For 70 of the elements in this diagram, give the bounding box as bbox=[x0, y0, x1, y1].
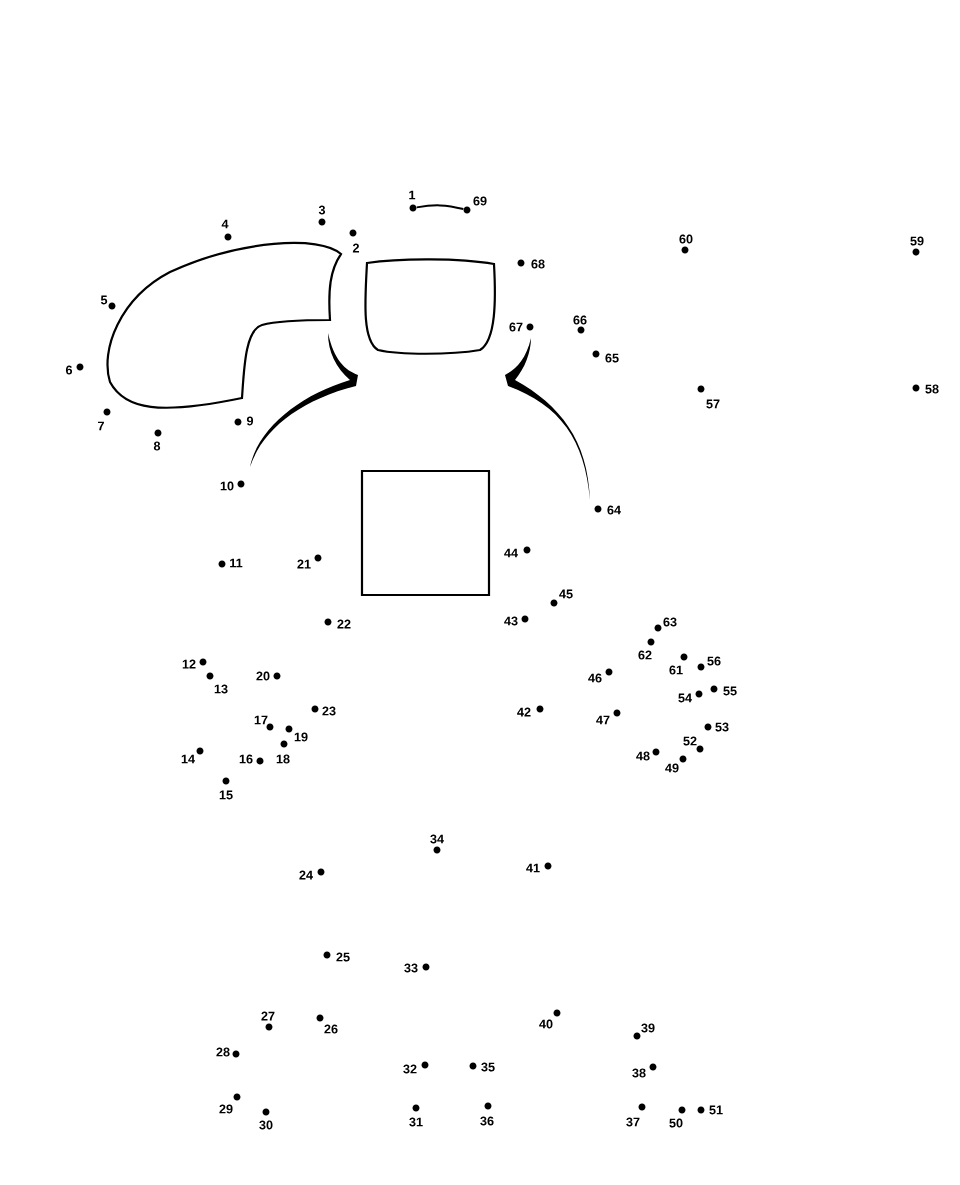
dot-number: 61 bbox=[669, 665, 683, 675]
dot-number: 45 bbox=[559, 589, 573, 599]
dot-number: 63 bbox=[663, 617, 677, 627]
dot-number: 43 bbox=[504, 616, 518, 626]
dot-number: 30 bbox=[259, 1120, 273, 1130]
connector-line bbox=[415, 204, 465, 211]
dot-number: 50 bbox=[669, 1118, 683, 1128]
dot-number: 51 bbox=[709, 1105, 723, 1115]
dot-number: 22 bbox=[337, 619, 351, 629]
dot-number: 49 bbox=[665, 763, 679, 773]
dot-number: 2 bbox=[352, 243, 359, 253]
dot-number: 60 bbox=[679, 234, 693, 244]
dot-number: 58 bbox=[925, 384, 939, 394]
dot-number: 26 bbox=[324, 1024, 338, 1034]
dot-number: 20 bbox=[256, 671, 270, 681]
dot-number: 10 bbox=[220, 481, 234, 491]
dot-number: 54 bbox=[678, 693, 692, 703]
dot-number: 64 bbox=[607, 505, 621, 515]
dot-number: 7 bbox=[98, 421, 104, 431]
dot-number: 62 bbox=[638, 650, 652, 660]
dot-number: 8 bbox=[153, 441, 161, 451]
dot-number: 17 bbox=[254, 715, 268, 725]
dot-number: 65 bbox=[605, 353, 619, 363]
dot-number: 18 bbox=[276, 754, 290, 764]
dot-number: 19 bbox=[294, 732, 308, 742]
dot-number: 1 bbox=[409, 190, 416, 200]
dot-number: 13 bbox=[214, 684, 228, 694]
dot-number: 37 bbox=[626, 1117, 640, 1127]
dot-number: 39 bbox=[641, 1023, 655, 1033]
dot-number: 5 bbox=[100, 295, 108, 305]
dot-number: 46 bbox=[588, 673, 602, 683]
dot-number: 3 bbox=[318, 205, 326, 215]
dot-number: 35 bbox=[481, 1062, 495, 1072]
dot-number: 16 bbox=[239, 754, 253, 764]
dot-number: 14 bbox=[181, 754, 195, 764]
dot-number: 34 bbox=[430, 834, 444, 844]
dot-number: 55 bbox=[723, 686, 737, 696]
dot-number: 12 bbox=[182, 659, 196, 669]
dot-number: 21 bbox=[297, 559, 311, 569]
dot-number: 15 bbox=[219, 790, 233, 800]
dot-number: 69 bbox=[473, 196, 487, 206]
dot-number: 4 bbox=[221, 219, 229, 229]
dot-number: 59 bbox=[910, 236, 924, 246]
dot-number: 32 bbox=[403, 1064, 417, 1074]
dot-number: 53 bbox=[715, 722, 729, 732]
dot-number: 56 bbox=[707, 656, 721, 666]
dot-number: 41 bbox=[526, 863, 540, 873]
dot-number: 28 bbox=[216, 1047, 230, 1057]
dot-number: 25 bbox=[336, 952, 350, 962]
dot-number: 47 bbox=[596, 715, 610, 725]
dot-number: 48 bbox=[636, 751, 650, 761]
dot-number: 36 bbox=[480, 1116, 494, 1126]
dot-number: 23 bbox=[322, 706, 336, 716]
dot-number: 27 bbox=[261, 1011, 275, 1021]
dot-number: 6 bbox=[65, 365, 73, 375]
dot-number: 9 bbox=[246, 416, 254, 426]
dot-number: 68 bbox=[531, 259, 545, 269]
dot-number: 44 bbox=[504, 548, 518, 558]
dot-number: 42 bbox=[517, 707, 531, 717]
dot-number: 38 bbox=[632, 1068, 646, 1078]
dot-number: 11 bbox=[230, 558, 243, 568]
dot-number: 33 bbox=[404, 963, 418, 973]
dot-number: 29 bbox=[219, 1104, 233, 1114]
dot-number: 31 bbox=[409, 1117, 423, 1127]
dot-number: 52 bbox=[683, 736, 697, 746]
dot-number: 57 bbox=[706, 399, 720, 409]
dot-number: 67 bbox=[509, 322, 523, 332]
dot-number: 40 bbox=[539, 1019, 553, 1029]
dot-number: 24 bbox=[299, 870, 313, 880]
dot-number: 66 bbox=[573, 315, 587, 325]
